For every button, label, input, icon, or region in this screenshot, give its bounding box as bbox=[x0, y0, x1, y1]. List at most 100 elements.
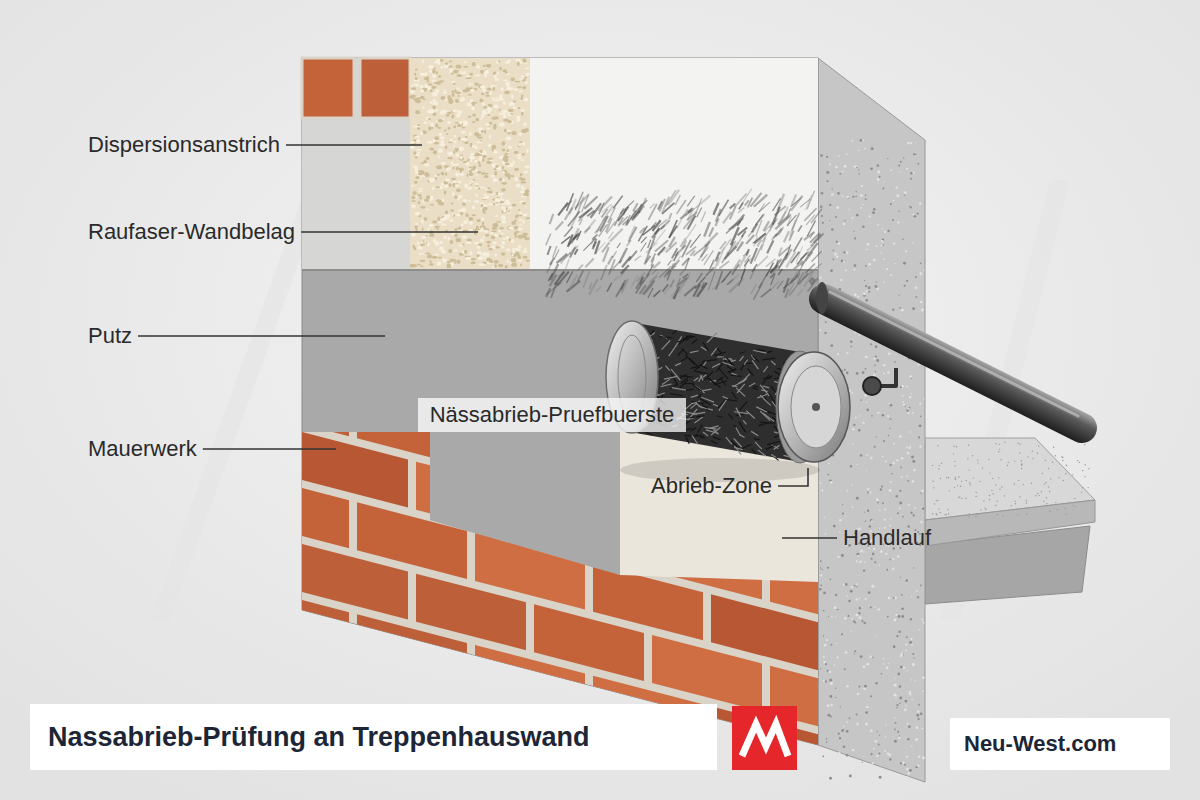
fiber-grain bbox=[514, 232, 517, 237]
fiber-grain bbox=[493, 260, 498, 264]
scuff bbox=[608, 256, 613, 264]
fiber-grain bbox=[515, 177, 519, 181]
dispersion-paint-area bbox=[302, 58, 410, 270]
fiber-grain bbox=[519, 177, 522, 180]
speckle bbox=[898, 164, 900, 166]
speckle bbox=[854, 650, 856, 652]
speckle bbox=[901, 457, 904, 460]
fiber-grain bbox=[487, 158, 490, 160]
fiber-grain bbox=[464, 184, 468, 189]
speckle bbox=[842, 195, 844, 197]
fiber-grain bbox=[475, 188, 481, 190]
speckle bbox=[923, 270, 924, 271]
fiber-grain bbox=[474, 200, 480, 203]
speckle bbox=[909, 693, 911, 695]
speckle bbox=[946, 477, 947, 478]
speckle bbox=[830, 695, 833, 698]
fiber-grain bbox=[520, 263, 522, 266]
speckle bbox=[906, 476, 908, 478]
speckle bbox=[826, 738, 828, 740]
fiber-grain bbox=[445, 210, 448, 214]
speckle bbox=[915, 153, 917, 155]
speckle bbox=[976, 513, 977, 514]
speckle bbox=[911, 746, 913, 748]
fiber-grain bbox=[470, 153, 474, 156]
fiber-grain bbox=[508, 109, 514, 112]
speckle bbox=[845, 583, 848, 586]
scuff bbox=[759, 202, 770, 212]
speckle bbox=[967, 458, 968, 459]
speckle bbox=[1032, 458, 1033, 459]
fiber-grain bbox=[524, 170, 529, 173]
fiber-grain bbox=[521, 75, 525, 77]
speckle bbox=[892, 308, 894, 310]
fiber-grain bbox=[463, 199, 468, 203]
fiber-grain bbox=[472, 121, 475, 123]
speckle bbox=[847, 196, 850, 199]
fiber-grain bbox=[484, 130, 486, 134]
speckle bbox=[908, 504, 910, 506]
fiber-grain bbox=[469, 172, 474, 176]
fiber-grain bbox=[519, 211, 522, 214]
speckle bbox=[910, 512, 912, 514]
scuff bbox=[761, 238, 765, 250]
speckle bbox=[883, 372, 885, 374]
speckle bbox=[907, 480, 909, 482]
speckle bbox=[876, 245, 878, 247]
speckle bbox=[841, 633, 843, 635]
speckle bbox=[1058, 477, 1059, 478]
speckle bbox=[941, 463, 942, 464]
fiber-grain bbox=[502, 149, 505, 152]
speckle bbox=[937, 445, 938, 446]
speckle bbox=[900, 172, 901, 173]
speckle bbox=[866, 249, 868, 251]
speckle bbox=[861, 185, 863, 187]
fiber-grain bbox=[519, 224, 521, 226]
fiber-grain bbox=[451, 161, 454, 164]
speckle bbox=[865, 299, 868, 302]
fiber-grain bbox=[431, 86, 436, 89]
speckle bbox=[936, 500, 937, 501]
fiber-grain bbox=[511, 239, 514, 243]
fiber-grain bbox=[452, 109, 458, 112]
fiber-grain bbox=[478, 164, 481, 167]
speckle bbox=[1082, 487, 1083, 488]
fiber-grain bbox=[456, 87, 458, 90]
speckle bbox=[835, 616, 836, 617]
scuff bbox=[633, 275, 638, 284]
speckle bbox=[922, 757, 925, 760]
fiber-grain bbox=[430, 123, 433, 127]
fiber-grain bbox=[480, 150, 483, 153]
fiber-grain bbox=[483, 237, 485, 239]
fiber-grain bbox=[453, 125, 456, 128]
speckle bbox=[1074, 506, 1075, 507]
speckle bbox=[895, 697, 897, 699]
speckle bbox=[855, 196, 857, 198]
fiber-grain bbox=[517, 62, 520, 66]
fiber-grain bbox=[502, 170, 507, 174]
speckle bbox=[1049, 491, 1050, 492]
speckle bbox=[904, 764, 906, 766]
speckle bbox=[918, 163, 920, 165]
fiber-grain bbox=[499, 113, 503, 115]
speckle bbox=[897, 555, 900, 558]
fiber-grain bbox=[434, 82, 440, 84]
speckle bbox=[1065, 465, 1066, 466]
speckle bbox=[876, 288, 878, 290]
speckle bbox=[830, 579, 832, 581]
speckle bbox=[877, 731, 878, 732]
fiber-grain bbox=[415, 170, 419, 174]
speckle bbox=[916, 590, 918, 592]
speckle bbox=[978, 513, 979, 514]
speckle bbox=[910, 178, 912, 180]
speckle bbox=[956, 446, 957, 447]
speckle bbox=[909, 375, 912, 378]
speckle bbox=[911, 699, 913, 701]
fiber-grain bbox=[411, 87, 416, 90]
speckle bbox=[902, 238, 904, 240]
fiber-grain bbox=[476, 219, 480, 222]
fiber-grain bbox=[465, 136, 468, 138]
speckle bbox=[864, 394, 867, 397]
fiber-grain bbox=[459, 173, 465, 176]
fiber-grain bbox=[519, 78, 525, 80]
